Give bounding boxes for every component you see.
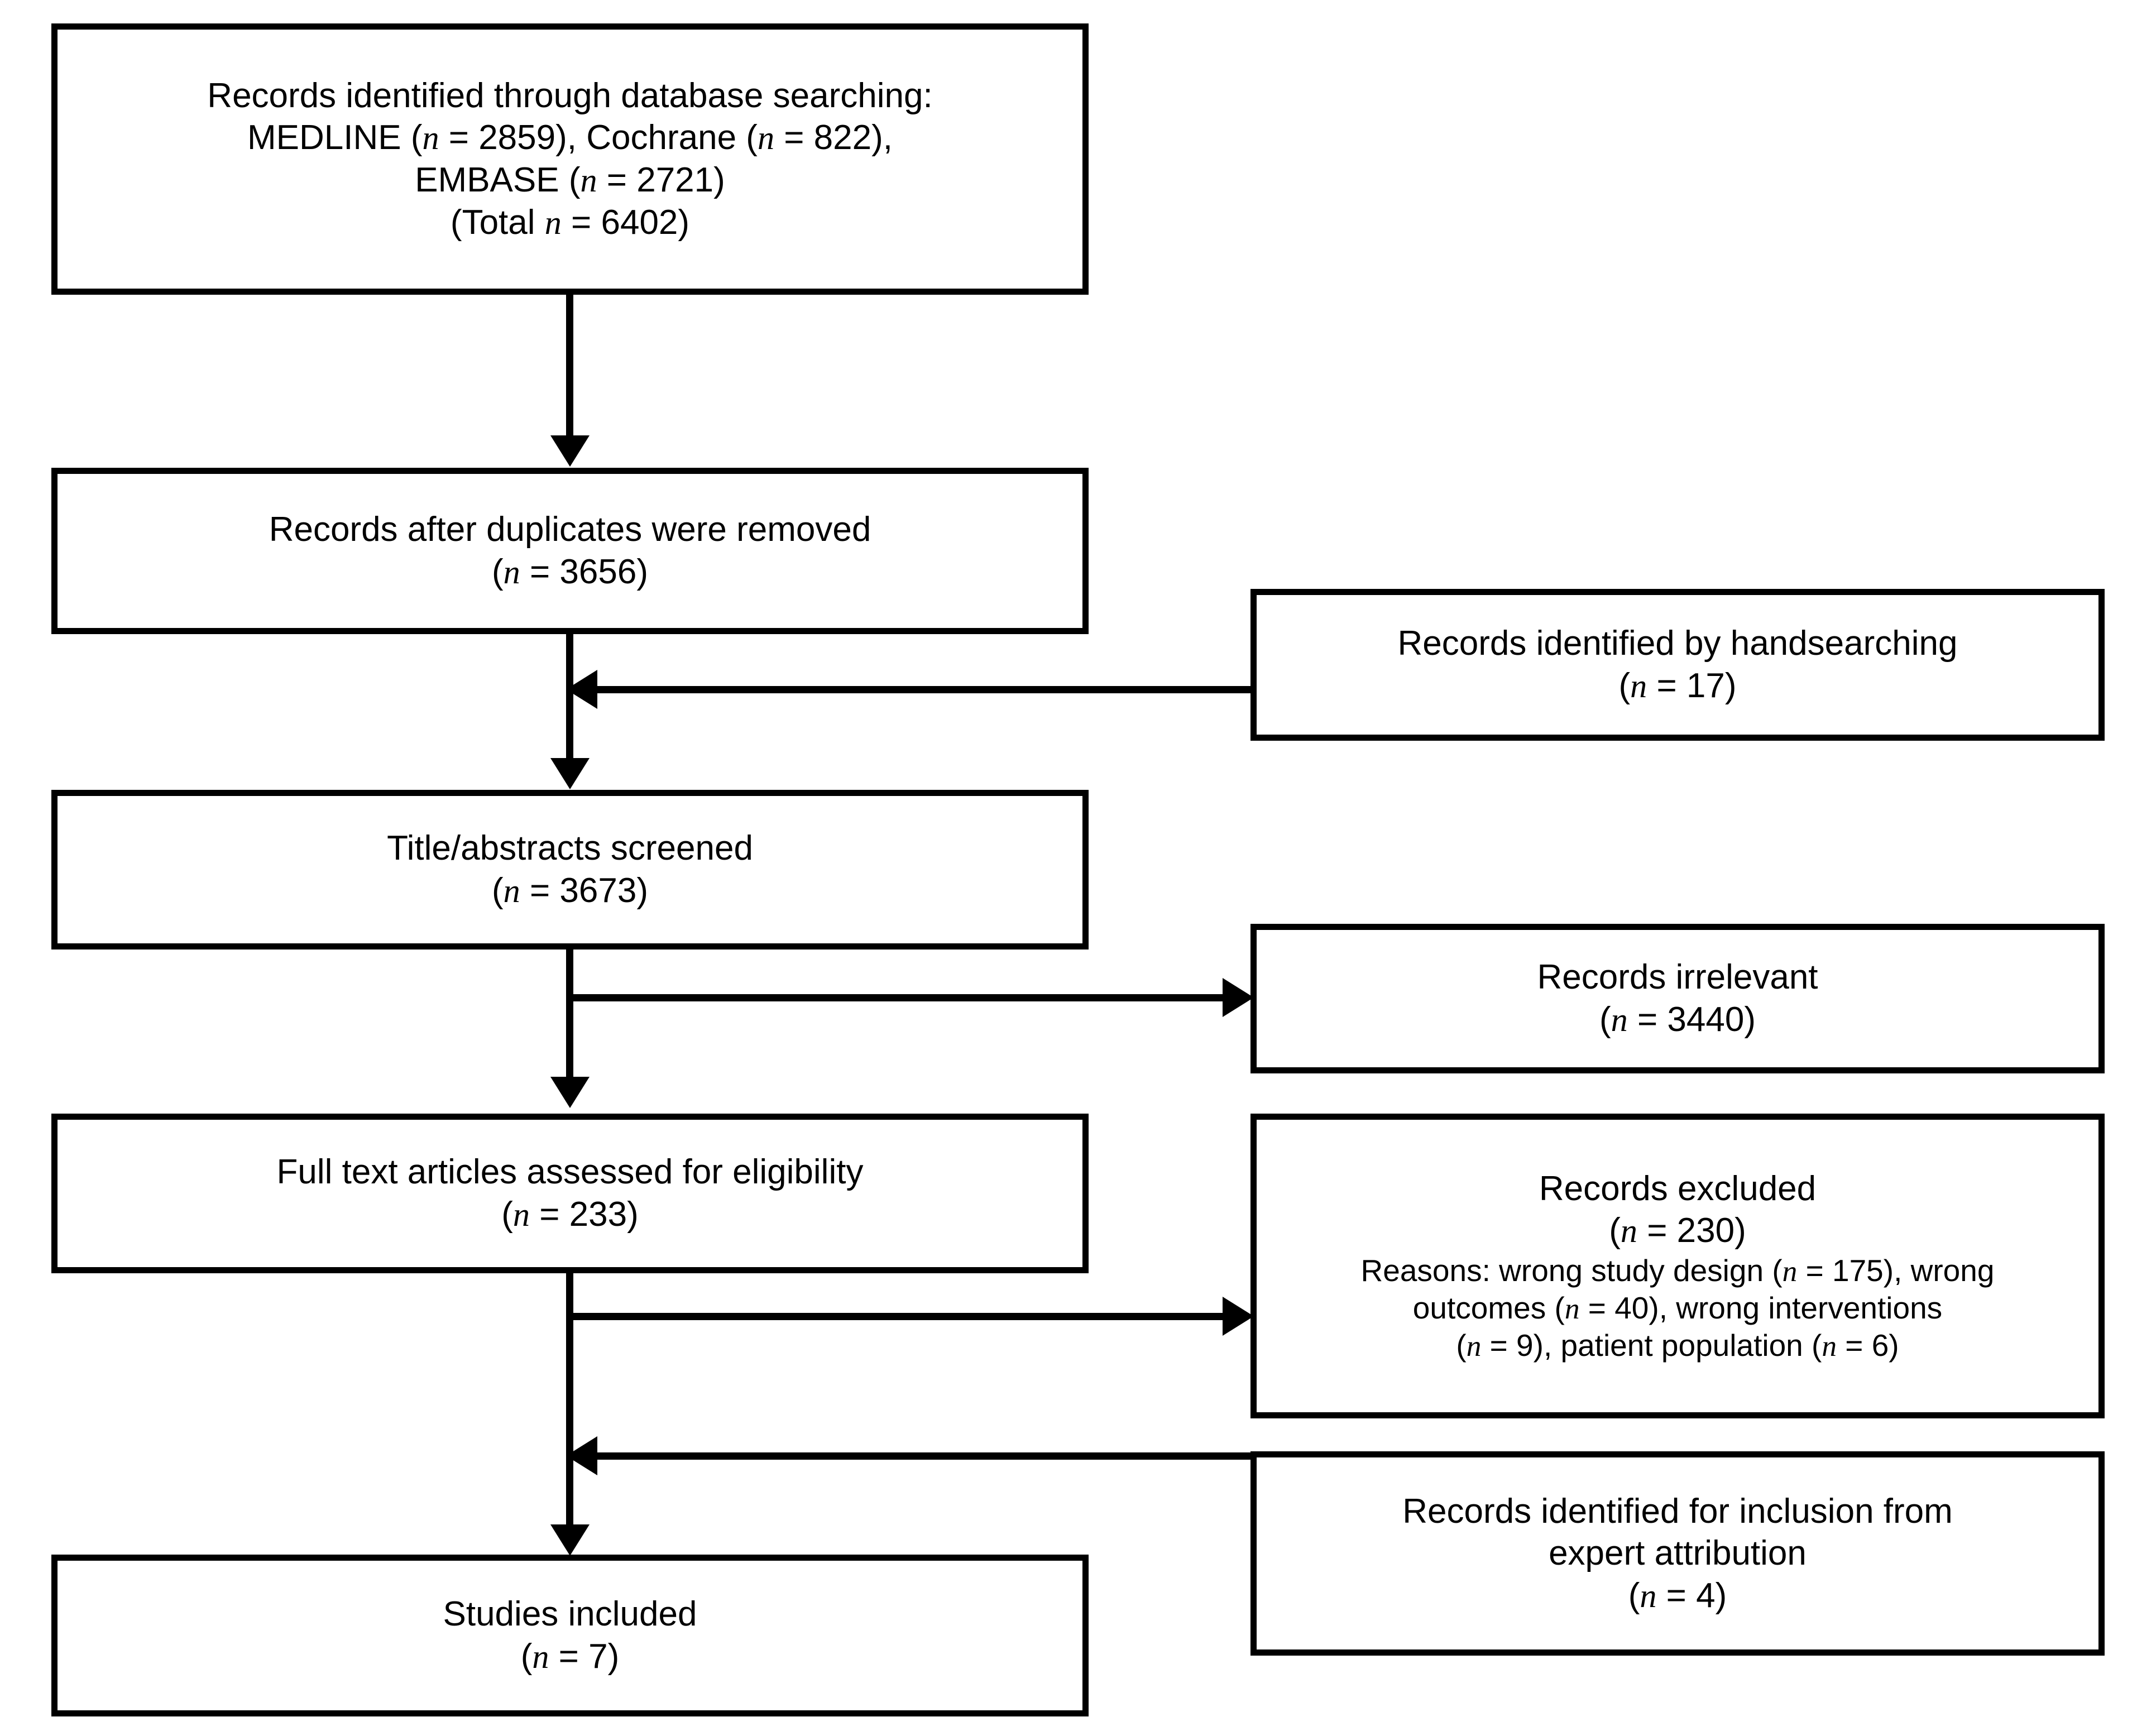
- box-records-irrelevant: Records irrelevant (n = 3440): [1250, 924, 2105, 1073]
- box-records-handsearching: Records identified by handsearching (n =…: [1250, 589, 2105, 741]
- connector-fulltext-to-excluded: [566, 1313, 1225, 1320]
- italic-n: n: [512, 1196, 530, 1234]
- handsearching-line-2: (n = 17): [1618, 666, 1737, 705]
- arrowhead-fulltext-to-excluded: [1223, 1297, 1254, 1336]
- arrowhead-screened-to-fulltext: [550, 1077, 590, 1108]
- handsearching-line-1: Records identified by handsearching: [1397, 624, 1958, 663]
- box-records-excluded: Records excluded (n = 230) Reasons: wron…: [1250, 1114, 2105, 1418]
- italic-n: n: [503, 872, 520, 910]
- fulltext-line-2: (n = 233): [501, 1195, 639, 1234]
- arrowhead-handsearching-to-trunk: [566, 670, 597, 709]
- box-expert-attribution: Records identified for inclusion from ex…: [1250, 1451, 2105, 1656]
- connector-identified-to-duplicates: [566, 290, 573, 437]
- excluded-reasons-line-1: Reasons: wrong study design (n = 175), w…: [1360, 1253, 1995, 1288]
- italic-n: n: [1640, 1577, 1657, 1615]
- arrowhead-fulltext-to-included: [550, 1524, 590, 1556]
- excluded-reasons-line-3: (n = 9), patient population (n = 6): [1456, 1328, 1899, 1363]
- screened-line-2: (n = 3673): [492, 871, 648, 910]
- box-studies-included: Studies included (n = 7): [51, 1555, 1089, 1716]
- included-line-2: (n = 7): [520, 1637, 620, 1676]
- box-records-after-duplicates: Records after duplicates were removed (n…: [51, 468, 1089, 634]
- expert-line-2: expert attribution: [1549, 1534, 1807, 1573]
- arrowhead-expert-to-trunk: [566, 1436, 597, 1475]
- box-full-text-assessed: Full text articles assessed for eligibil…: [51, 1114, 1089, 1273]
- screened-line-1: Title/abstracts screened: [387, 829, 753, 868]
- excluded-line-1: Records excluded: [1539, 1169, 1817, 1208]
- italic-n: n: [1620, 1212, 1637, 1250]
- italic-n: n: [1564, 1292, 1580, 1326]
- fulltext-line-1: Full text articles assessed for eligibil…: [276, 1153, 864, 1192]
- identified-line-3: EMBASE (n = 2721): [415, 161, 725, 199]
- arrowhead-identified-to-duplicates: [550, 435, 590, 467]
- italic-n: n: [503, 554, 520, 591]
- expert-line-1: Records identified for inclusion from: [1402, 1492, 1953, 1531]
- italic-n: n: [532, 1638, 549, 1676]
- excluded-reasons-line-2: outcomes (n = 40), wrong interventions: [1412, 1291, 1943, 1326]
- italic-n: n: [1782, 1254, 1798, 1288]
- included-line-1: Studies included: [443, 1595, 697, 1634]
- connector-screened-to-irrelevant: [566, 994, 1225, 1001]
- connector-expert-to-trunk: [597, 1452, 1256, 1460]
- excluded-line-2: (n = 230): [1609, 1211, 1746, 1250]
- connector-screened-to-fulltext: [566, 945, 573, 1078]
- arrowhead-duplicates-to-screened: [550, 758, 590, 789]
- identified-line-2: MEDLINE (n = 2859), Cochrane (n = 822),: [247, 118, 893, 157]
- italic-n: n: [580, 162, 597, 199]
- italic-n: n: [1822, 1329, 1837, 1363]
- italic-n: n: [422, 119, 439, 157]
- identified-line-4: (Total n = 6402): [450, 203, 690, 242]
- duplicates-line-1: Records after duplicates were removed: [269, 510, 871, 549]
- irrelevant-line-2: (n = 3440): [1599, 1000, 1756, 1039]
- arrowhead-screened-to-irrelevant: [1223, 978, 1254, 1017]
- duplicates-line-2: (n = 3656): [492, 553, 648, 591]
- italic-n: n: [544, 204, 562, 242]
- expert-line-3: (n = 4): [1628, 1576, 1727, 1615]
- box-records-identified: Records identified through database sear…: [51, 23, 1089, 295]
- italic-n: n: [757, 119, 774, 157]
- italic-n: n: [1630, 668, 1647, 705]
- italic-n: n: [1611, 1001, 1628, 1039]
- box-title-abstracts-screened: Title/abstracts screened (n = 3673): [51, 790, 1089, 949]
- connector-fulltext-to-included: [566, 1269, 573, 1526]
- identified-line-1: Records identified through database sear…: [207, 76, 933, 115]
- connector-handsearching-to-trunk: [597, 686, 1256, 693]
- italic-n: n: [1466, 1329, 1482, 1363]
- irrelevant-line-1: Records irrelevant: [1537, 958, 1818, 997]
